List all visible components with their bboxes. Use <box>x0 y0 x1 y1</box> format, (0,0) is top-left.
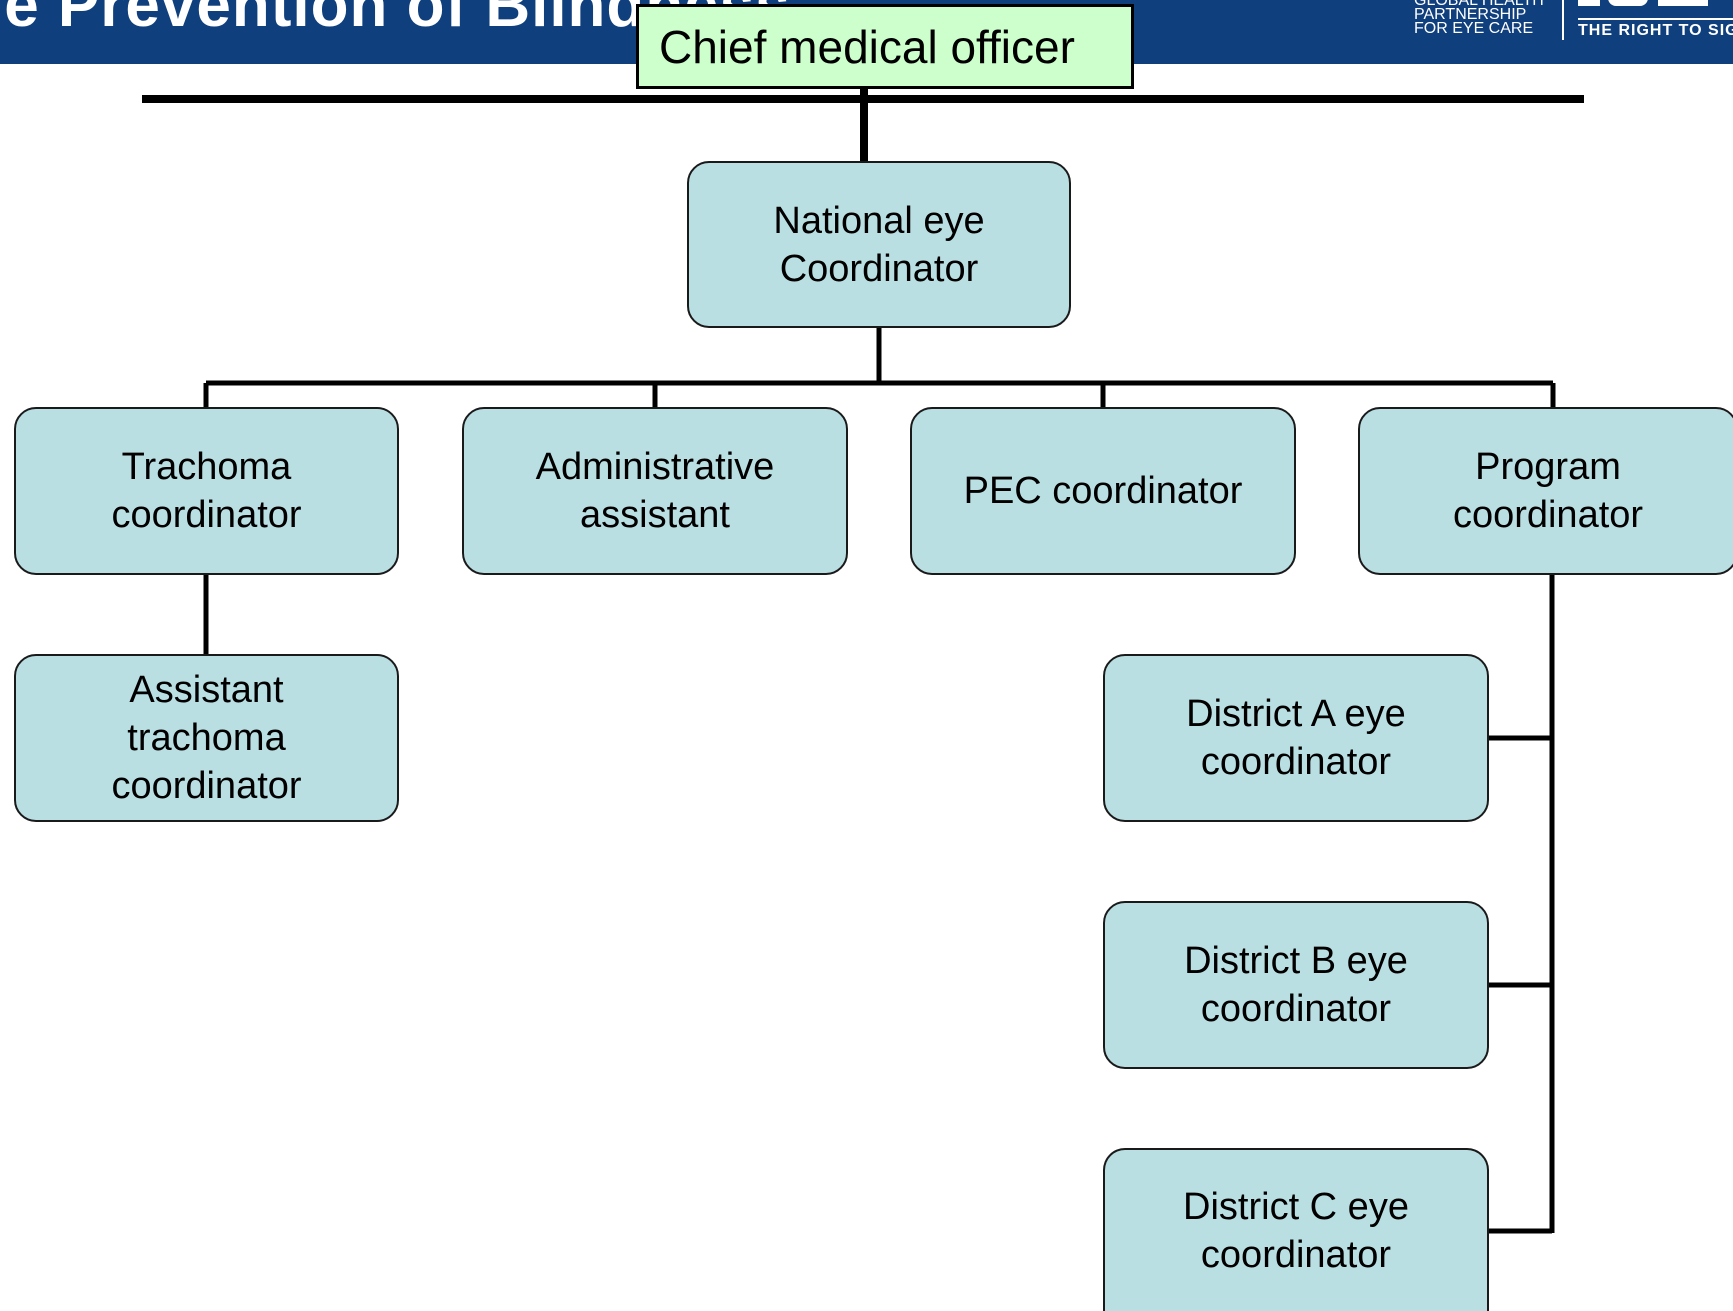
partner-line: GLOBAL HEALTH <box>1414 0 1544 9</box>
program-coordinator-box: Program coordinator <box>1358 407 1733 575</box>
box-label: National eye Coordinator <box>773 199 985 290</box>
pec-coordinator-box: PEC coordinator <box>910 407 1296 575</box>
national-eye-coordinator-box: National eye Coordinator <box>687 161 1071 328</box>
box-label: Program coordinator <box>1452 446 1644 536</box>
partner-logo-text: GLOBAL HEALTH PARTNERSHIP FOR EYE CARE <box>1414 0 1554 37</box>
box-label: Administrative assistant <box>535 446 775 536</box>
vision-logo-icon <box>1578 0 1728 8</box>
partner-line: FOR EYE CARE <box>1414 20 1534 37</box>
assistant-trachoma-coordinator-box: Assistant trachoma coordinator <box>14 654 399 822</box>
banner-divider <box>1562 0 1564 40</box>
district-b-coordinator-box: District B eye coordinator <box>1103 901 1489 1069</box>
partner-line: PARTNERSHIP <box>1414 6 1527 23</box>
box-label: District B eye coordinator <box>1184 940 1408 1030</box>
box-label: Assistant trachoma coordinator <box>111 669 302 807</box>
chief-medical-officer-box: Chief medical officer <box>636 4 1134 89</box>
district-a-coordinator-box: District A eye coordinator <box>1103 654 1489 822</box>
box-label: Trachoma coordinator <box>111 446 302 536</box>
tagline: THE RIGHT TO SIGHT <box>1578 18 1733 40</box>
district-c-coordinator-box: District C eye coordinator <box>1103 1148 1489 1311</box>
box-label: PEC coordinator <box>963 470 1243 512</box>
administrative-assistant-box: Administrative assistant <box>462 407 848 575</box>
trachoma-coordinator-box: Trachoma coordinator <box>14 407 399 575</box>
box-label: District C eye coordinator <box>1183 1185 1409 1276</box>
box-label: District A eye coordinator <box>1186 693 1406 783</box>
